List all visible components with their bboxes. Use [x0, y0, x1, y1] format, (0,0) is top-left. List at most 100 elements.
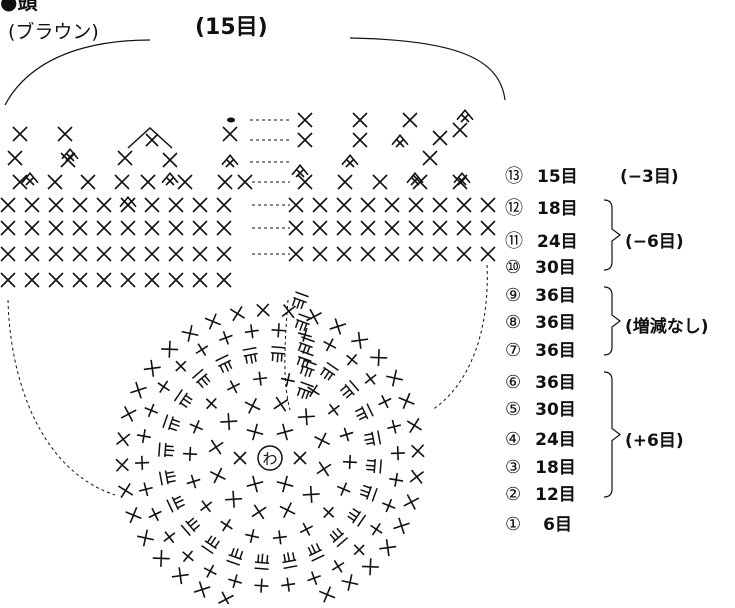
sc-stitch-mark [96, 197, 112, 213]
magic-ring [257, 445, 283, 471]
sc-stitch-mark [171, 567, 189, 585]
sc-stitch-mark [302, 485, 320, 503]
sc-stitch-mark [456, 197, 472, 213]
plus-stitch-mark [219, 330, 233, 345]
sc-stitch-mark [161, 340, 179, 358]
decrease-mark [406, 171, 424, 186]
sc-stitch-mark [408, 246, 424, 262]
sc-stitch-mark [480, 246, 496, 262]
plus-stitch-mark [228, 574, 243, 589]
sc-stitch-mark [72, 246, 88, 262]
sc-stitch-mark [229, 306, 246, 322]
sc-stitch-mark [408, 197, 424, 213]
increase-mark [297, 336, 315, 355]
increase-mark [254, 553, 270, 570]
increase-mark [226, 547, 244, 566]
sc-stitch-mark [216, 272, 232, 288]
top-count-label: (15目) [195, 15, 268, 40]
sc-stitch-mark [168, 272, 184, 288]
title: ●頭 [0, 0, 38, 14]
sc-stitch-mark [115, 458, 129, 472]
sc-stitch-mark [80, 174, 96, 190]
sc-stitch-mark [209, 467, 226, 484]
sc-stitch-mark [456, 246, 472, 262]
round-stitch-count: 12目 [535, 485, 576, 505]
plus-stitch-mark [307, 571, 321, 586]
round-number: ② [505, 484, 522, 505]
side-guide-left [7, 299, 116, 496]
sc-stitch-mark [193, 581, 211, 598]
sc-stitch-mark [192, 197, 208, 213]
center-guide-line [284, 299, 291, 411]
sc-stitch-mark [216, 220, 232, 236]
sc-stitch-mark [456, 220, 472, 236]
group-label-r13: (−3目) [620, 167, 679, 187]
plus-stitch-mark [136, 429, 151, 444]
sc-stitch-mark [398, 392, 415, 410]
plus-stitch-mark [195, 343, 209, 356]
sc-stitch-mark [409, 469, 425, 484]
sc-stitch-mark [72, 220, 88, 236]
round-stitch-count: 18目 [535, 458, 576, 478]
plus-stitch-mark [346, 353, 358, 366]
sc-stitch-mark [130, 381, 147, 399]
plus-stitch-mark [353, 544, 365, 556]
sc-stitch-mark [72, 272, 88, 288]
sc-stitch-mark [48, 246, 64, 262]
increase-mark [215, 354, 233, 374]
plus-stitch-mark [387, 419, 402, 434]
sc-stitch-mark [24, 220, 40, 236]
sc-stitch-mark [336, 197, 352, 213]
sc-stitch-mark [168, 220, 184, 236]
sc-stitch-mark [217, 174, 233, 190]
sc-stitch-mark [337, 174, 353, 190]
plus-stitch-mark [342, 455, 357, 470]
sc-stitch-mark [120, 406, 137, 422]
sc-stitch-mark [352, 132, 368, 148]
sc-stitch-mark [237, 174, 253, 190]
plus-stitch-mark [254, 578, 269, 593]
round-number: ⑦ [505, 340, 522, 361]
increase-mark [201, 535, 220, 555]
increase-mark [162, 414, 181, 432]
sc-stitch-mark [432, 197, 448, 213]
sc-stitch-mark [24, 246, 40, 262]
sc-stitch-mark [144, 272, 160, 288]
sc-stitch-mark [316, 461, 332, 477]
outline-arc-right [349, 37, 506, 101]
round-stitch-count: 30目 [535, 258, 576, 278]
sc-stitch-mark [162, 152, 178, 168]
group-label-r7-9: (増減なし) [625, 317, 709, 337]
sc-stitch-mark [118, 482, 134, 499]
sc-stitch-mark [403, 494, 420, 510]
sc-stitch-mark [0, 220, 16, 236]
plus-stitch-mark [331, 560, 345, 573]
round-group-bracket [603, 199, 621, 271]
sc-stitch-mark [208, 439, 224, 455]
round-stitch-count: 24目 [537, 232, 578, 252]
decrease-mark [453, 171, 471, 186]
sc-stitch-mark [222, 126, 238, 142]
sc-stitch-mark [57, 126, 73, 142]
sc-stitch-mark [246, 475, 264, 493]
increase-mark [364, 430, 382, 446]
round-number: ⑨ [505, 285, 522, 306]
sc-stitch-mark [480, 197, 496, 213]
sc-stitch-mark [216, 197, 232, 213]
plus-stitch-mark [322, 506, 335, 519]
sc-stitch-mark [137, 529, 154, 547]
sc-stitch-mark [96, 246, 112, 262]
increase-mark [347, 508, 367, 527]
plus-stitch-mark [138, 482, 153, 497]
sc-stitch-mark [276, 475, 294, 493]
round-number: ⑥ [505, 372, 522, 393]
decrease-mark [61, 147, 79, 162]
plus-stitch-mark [148, 507, 162, 522]
